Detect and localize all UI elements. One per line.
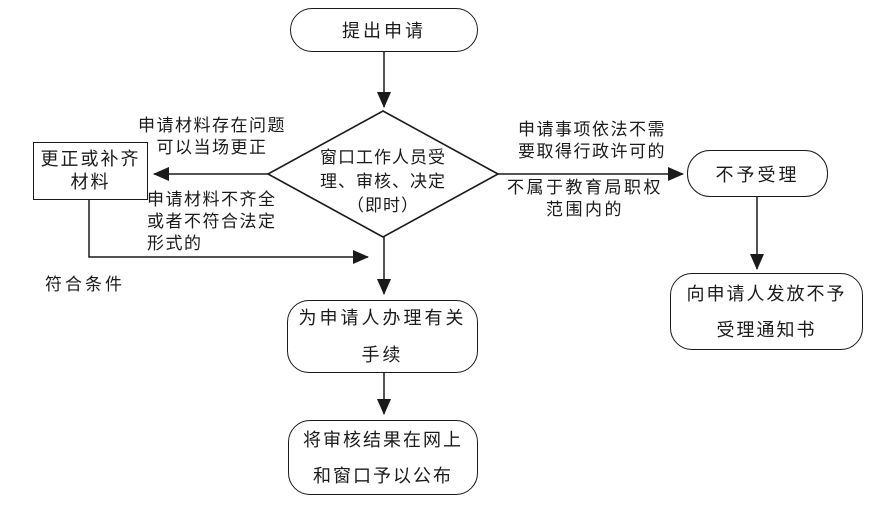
node-reject: 不予受理 [687, 150, 828, 197]
node-process-formalities-label: 为申请人办理有关 手续 [298, 307, 467, 365]
edge-label-not-in-jurisdiction: 不属于教育局职权 范围内的 [507, 178, 663, 219]
node-publish-result-label: 将审核结果在网上 和窗口予以公布 [303, 429, 463, 486]
node-start-label: 提出申请 [342, 21, 426, 41]
node-decision-label: 窗口工作人员受 理、审核、决定 （即时） [320, 148, 446, 215]
edge-correct-to-mainflow [88, 200, 369, 264]
node-publish-result: 将审核结果在网上 和窗口予以公布 [288, 420, 478, 495]
node-issue-notice-label: 向申请人发放不予 受理通知书 [686, 283, 847, 340]
edge-label-qualified: 符合条件 [45, 275, 125, 294]
edge-label-problem-correctable: 申请材料存在问题 可以当场更正 [138, 116, 286, 157]
node-reject-label: 不予受理 [715, 164, 800, 185]
node-start: 提出申请 [290, 8, 478, 52]
edge-label-no-license-required: 申请事项依法不需 要取得行政许可的 [518, 120, 666, 161]
edge-label-incomplete-materials: 申请材料不齐全 或者不符合法定 形式的 [147, 190, 277, 253]
node-correct-materials: 更正或补齐 材料 [33, 142, 148, 200]
node-correct-materials-label: 更正或补齐 材料 [40, 149, 141, 192]
decision-diamond [266, 110, 500, 238]
node-process-formalities: 为申请人办理有关 手续 [287, 300, 478, 373]
node-issue-notice: 向申请人发放不予 受理通知书 [670, 273, 863, 350]
